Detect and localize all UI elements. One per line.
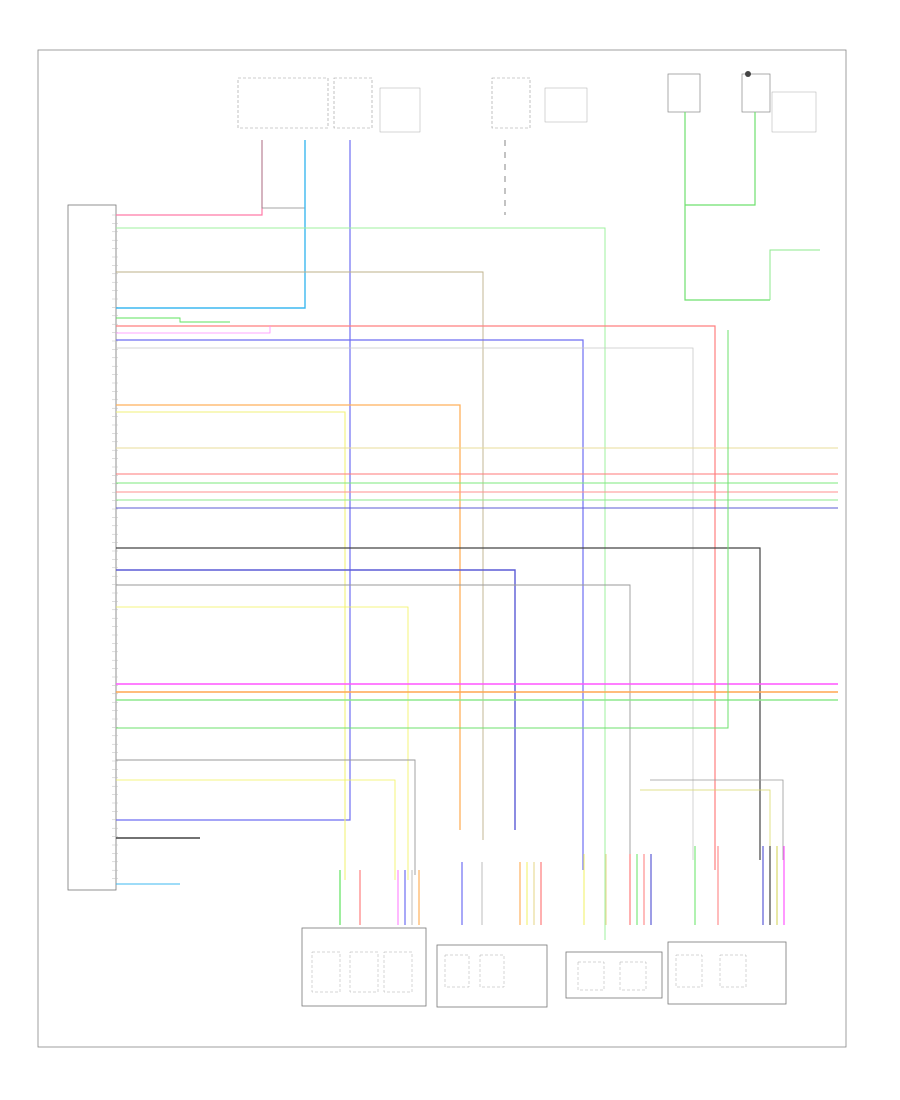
bottom-component-1 (301, 927, 427, 1007)
diagram-frame (37, 49, 847, 1048)
wire-17 (116, 547, 761, 860)
ecm-connector-block (67, 204, 117, 891)
wire-18 (116, 569, 516, 830)
wire-5 (116, 325, 716, 870)
wire-7 (116, 339, 584, 870)
wire-30 (650, 779, 784, 860)
wire-6 (116, 326, 271, 334)
wire-9 (116, 404, 461, 830)
ecm-pin-ticks (112, 214, 118, 879)
top-component-fuse-2 (333, 77, 421, 133)
bottom-connector-pins (339, 846, 785, 925)
bottom-component-3 (565, 951, 663, 999)
wire-25 (116, 759, 416, 875)
wire-10 (116, 411, 346, 880)
wire-19 (116, 584, 631, 880)
wire-2 (116, 271, 484, 840)
wire-29 (640, 789, 771, 860)
top-feed-wires (116, 112, 820, 821)
wire-4 (116, 317, 230, 323)
bottom-component-4 (667, 941, 787, 1005)
top-component-relay (667, 71, 817, 133)
bottom-component-2 (436, 944, 548, 1008)
wire-24 (116, 330, 729, 729)
top-component-fuse-3 (491, 77, 588, 129)
wire-layer (116, 227, 838, 940)
wire-8 (116, 347, 694, 860)
wire-20 (116, 606, 409, 880)
top-component-fuse-1 (237, 77, 329, 129)
wire-1 (116, 227, 606, 940)
wire-26 (116, 779, 396, 880)
